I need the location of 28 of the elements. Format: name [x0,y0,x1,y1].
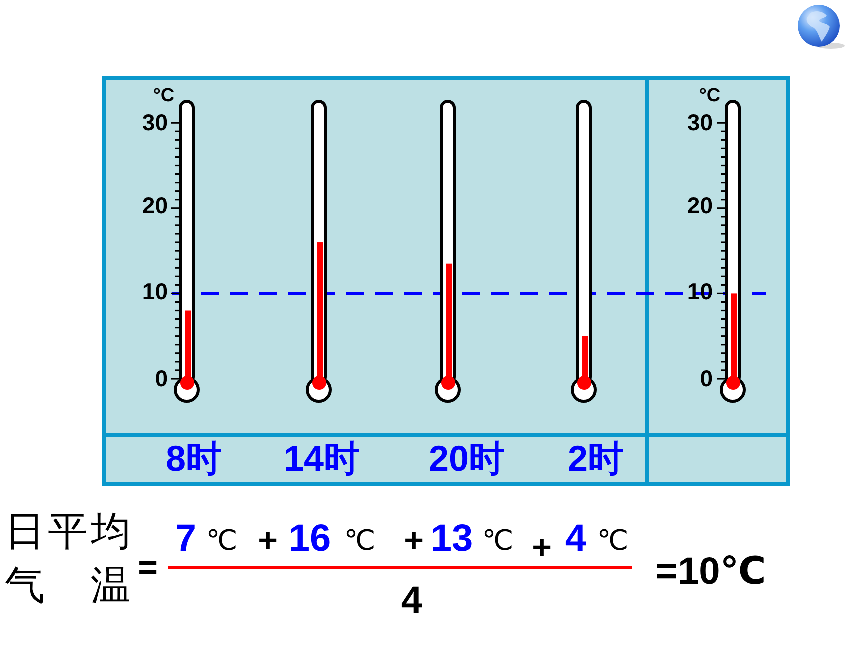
scale-number: 20 [142,194,168,218]
temperature-value: 7 [175,520,197,558]
temperature-value: 16 [288,520,332,558]
time-label: 8时 [166,441,222,477]
unit-label: °C [153,86,175,106]
plus-sign: + [258,524,278,558]
temperature-value: 13 [430,520,474,558]
unit-label: ℃ [597,527,629,555]
plus-sign: + [532,531,552,565]
scale-number: 0 [700,368,713,390]
time-label: 2时 [568,441,624,477]
temperature-value: 4 [565,520,587,558]
unit-label: ℃ [344,527,376,555]
result-text: =10℃ [656,553,766,591]
equals-sign: = [138,551,158,585]
unit-label: °C [699,86,721,106]
scale-number: 10 [142,280,168,304]
denominator: 4 [401,582,423,620]
plus-sign: + [404,524,424,558]
unit-label: ℃ [206,527,238,555]
scale-number: 20 [687,194,713,218]
scale-number: 0 [155,368,168,390]
time-label: 14时 [284,441,360,477]
scale-number: 30 [687,112,713,134]
term-label: 日平均气温 [5,509,131,610]
time-label: 20时 [428,441,506,477]
unit-label: ℃ [482,527,514,555]
scale-number: 30 [142,112,168,134]
